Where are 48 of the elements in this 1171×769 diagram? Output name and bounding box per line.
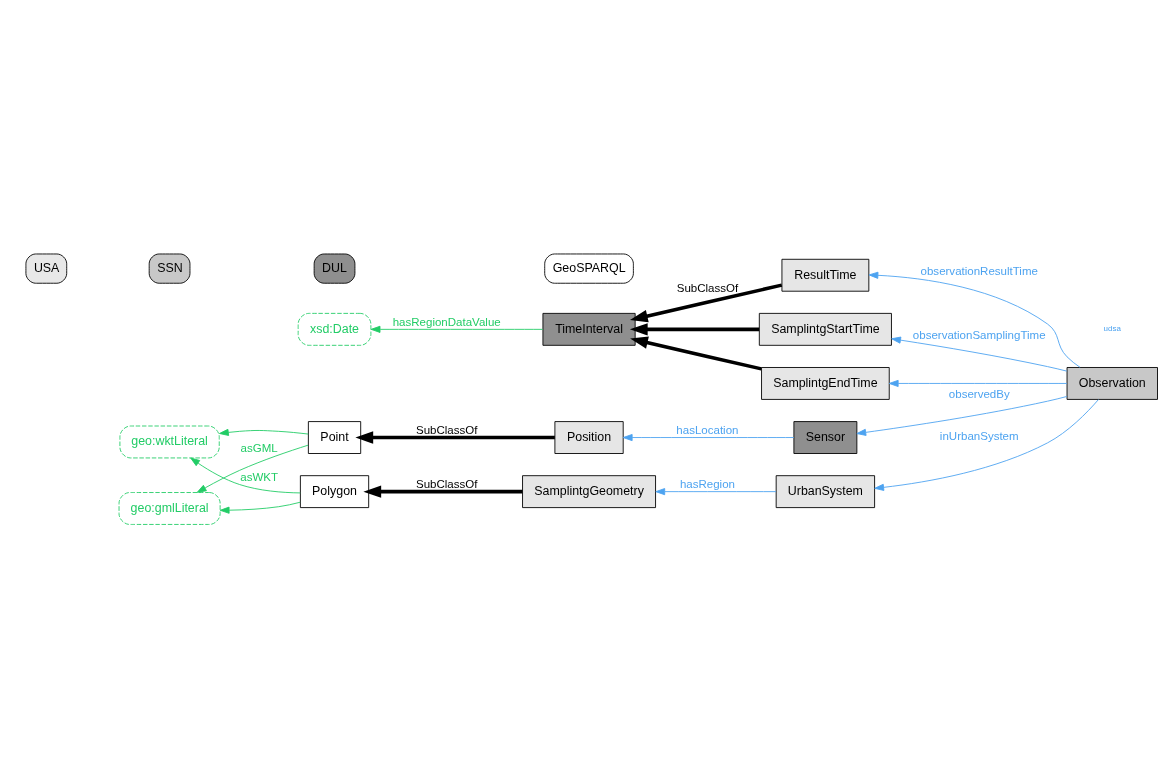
node-box: SamplintgEndTime [761,366,890,400]
node-box: UrbanSystem [775,474,876,508]
node-box: Position [554,420,624,454]
edge-label: hasRegionDataValue [392,315,501,328]
arrow [629,282,783,322]
arrow [219,428,309,436]
arrow [888,379,1068,387]
arrow [856,395,1068,436]
node-box: xsd:Date [297,312,372,346]
arrow [874,398,1099,491]
arrow [363,484,523,498]
arrow [355,430,555,444]
edge-label: hasLocation [676,423,739,436]
edge-label: SubClassOf [415,423,478,436]
node-box: geo:wktLiteral [119,425,220,458]
legend-label: SSN [157,260,183,275]
node-box: SamplintgStartTime [758,312,892,346]
arrow [629,322,760,336]
edge-label: hasRegion [679,477,735,490]
legend-label: USA [33,260,60,275]
arrow [622,433,795,441]
arrow [868,271,1081,368]
node-box: Observation [1066,366,1158,400]
edge-label: observedBy [948,387,1010,400]
arrow [655,487,777,495]
arrow [196,444,309,493]
edge-label: observationResultTime [920,264,1038,277]
node-box: Point [307,420,362,454]
arrow [219,501,301,514]
legend-label: DUL [322,260,347,275]
arrow [370,325,544,333]
edge-label: inUrbanSystem [939,429,1019,442]
node-box: Polygon [299,474,370,508]
label: udsa [1103,323,1121,333]
legend-label: GeoSPARQL [552,260,626,275]
node-box: geo:gmlLiteral [118,491,221,525]
arrow [630,336,762,371]
edge-label: SubClassOf [415,477,478,490]
arrow [190,457,301,493]
node-box: ResultTime [781,258,870,292]
edge-label: SubClassOf [676,281,739,294]
node-box: TimeInterval [542,312,636,346]
arrow [891,336,1068,372]
node-box: Sensor [793,420,858,454]
edge-label: observationSamplingTime [912,328,1046,341]
edge-label: asGML [240,441,278,454]
edge-label: asWKT [240,470,279,483]
node-box: SamplintgGeometry [522,474,656,508]
